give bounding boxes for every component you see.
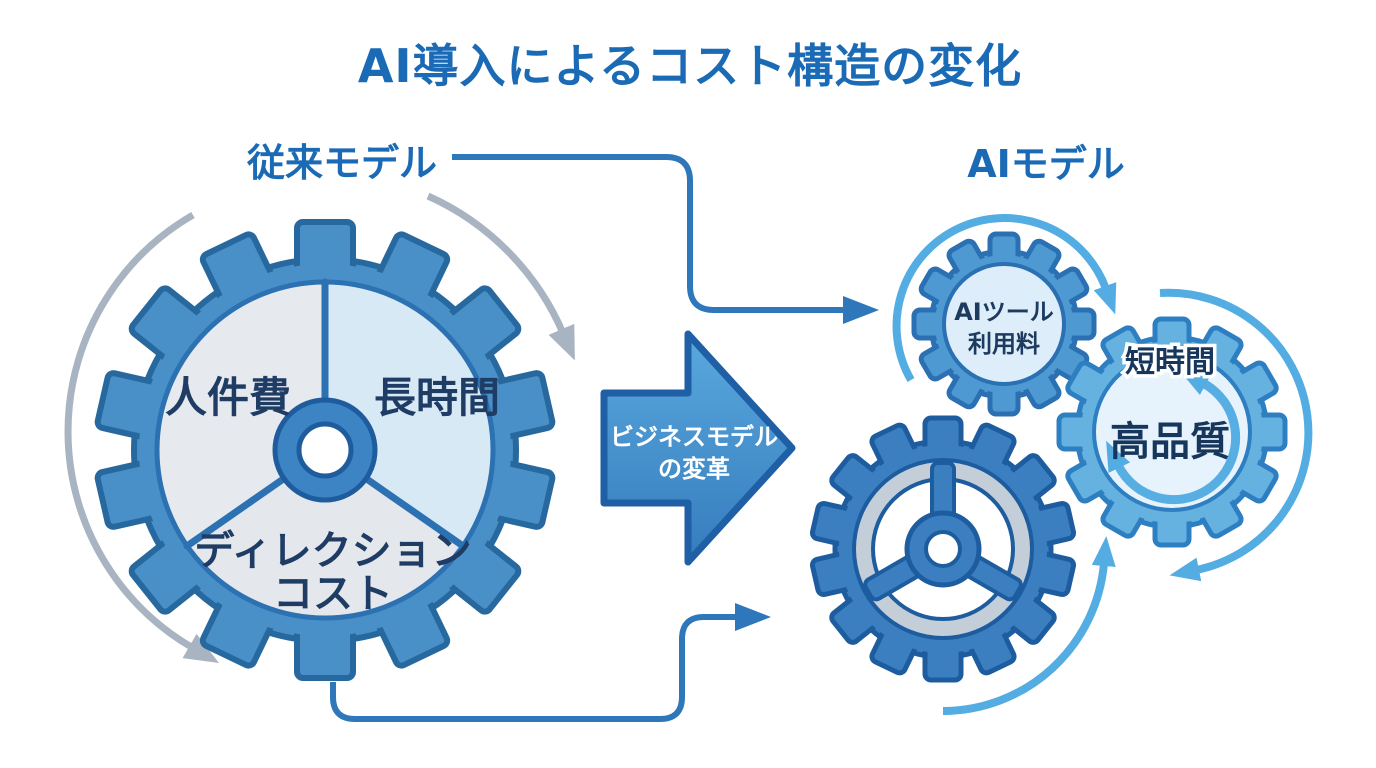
direction-cost-label-line2: コスト [273,571,393,617]
long-hours-segment [325,281,494,546]
connector-top-arrow [452,154,879,324]
traditional-gear: 人件費 長時間 ディレクション コスト [94,219,556,681]
cycle-arrow-bottom-icon [942,536,1116,715]
page-title: AI導入によるコスト構造の変化 [358,39,1022,93]
high-quality-label: 高品質 [1110,419,1230,465]
traditional-model-label: 従来モデル [246,141,437,185]
ai-tool-gear: AIツール 利用料 [911,231,1097,417]
labor-cost-segment [156,281,325,546]
transformation-label-line1: ビジネスモデル [610,423,778,451]
transformation-label-line2: の変革 [658,455,730,483]
tool-fee-label-line2: 利用料 [968,330,1040,358]
rotation-arrow-top-right-icon [426,192,575,361]
rotation-arrow-left-icon [64,211,219,664]
ai-model-label: AIモデル [967,142,1125,186]
drive-gear [809,415,1077,683]
short-time-label: 短時間 [1125,345,1215,380]
big-right-arrow-icon [600,330,796,566]
transformation-arrow: ビジネスモデル の変革 [600,330,796,566]
cycle-arrow-right-icon [1159,288,1313,582]
tool-fee-label-line1: AIツール [954,298,1054,326]
connector-bottom-arrow [330,603,771,722]
cycle-arrow-tool-icon [892,214,1117,382]
direction-cost-segment [187,450,463,619]
labor-cost-label: 人件費 [165,373,291,422]
direction-cost-label-line1: ディレクション [194,528,471,574]
long-hours-label: 長時間 [374,373,500,422]
quality-gear: 短時間 高品質 [1056,316,1288,548]
inner-cycle-arrow-icon [1106,370,1241,505]
